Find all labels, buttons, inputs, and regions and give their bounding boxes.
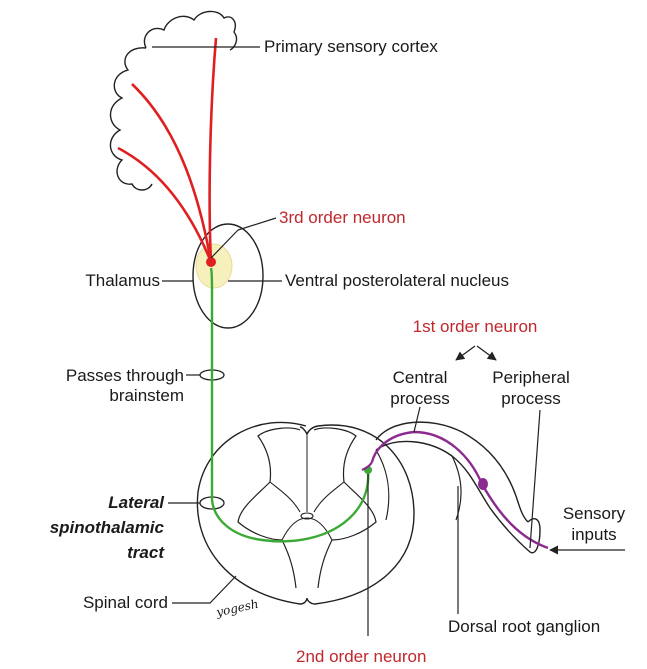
label-tract: tract (20, 543, 164, 563)
label-sensory: Sensory (546, 504, 642, 524)
label-spinothalamic: spinothalamic (20, 518, 164, 538)
third-order-neuron-cell-body (206, 257, 216, 267)
label-brainstem: brainstem (20, 386, 184, 406)
label-central: Central (370, 368, 470, 388)
label-dorsal-root-ganglion: Dorsal root ganglion (448, 617, 600, 637)
label-third-order-neuron: 3rd order neuron (279, 208, 406, 228)
label-peripheral: Peripheral (476, 368, 586, 388)
label-primary-sensory-cortex: Primary sensory cortex (264, 37, 438, 57)
label-central-process: process (370, 389, 470, 409)
first-order-neuron-cell-body (478, 478, 488, 490)
dorsal-root-ganglion-outline (376, 422, 530, 552)
label-ventral-posterolateral-nucleus: Ventral posterolateral nucleus (285, 271, 509, 291)
label-sensory-inputs: inputs (546, 525, 642, 545)
cortex-outline (110, 11, 236, 190)
label-thalamus: Thalamus (60, 271, 160, 291)
label-peripheral-process: process (476, 389, 586, 409)
label-passes-through: Passes through (20, 366, 184, 386)
label-first-order-neuron: 1st order neuron (380, 317, 570, 337)
first-order-neuron-fiber (372, 432, 548, 548)
label-second-order-neuron: 2nd order neuron (296, 647, 426, 667)
label-spinal-cord: Spinal cord (20, 593, 168, 613)
label-lateral: Lateral (20, 493, 164, 513)
second-order-neuron-fiber (211, 268, 368, 541)
